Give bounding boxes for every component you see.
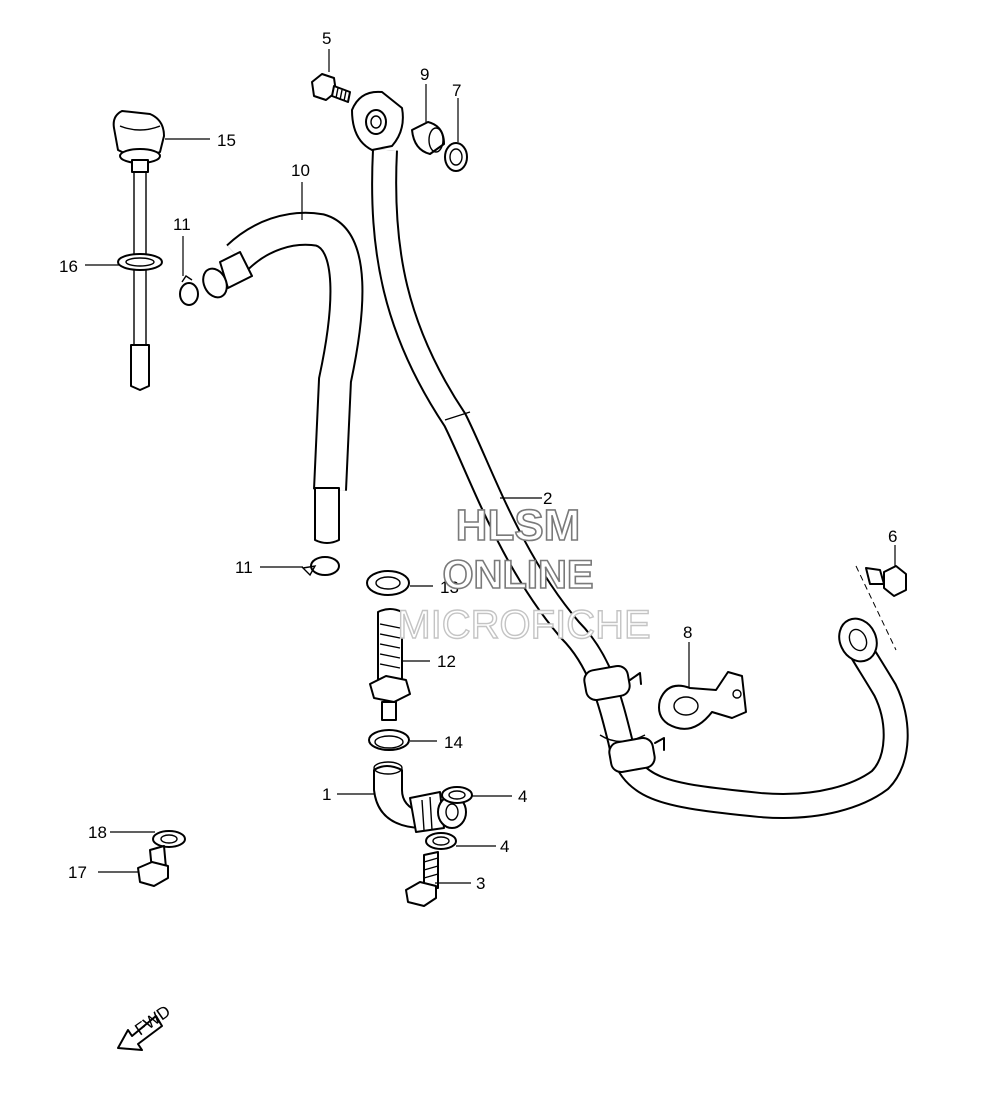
callout-15: 15 (217, 131, 236, 150)
watermark-line-3: MICROFICHE (397, 603, 650, 647)
callout-13: 13 (440, 578, 459, 597)
callout-8: 8 (683, 623, 692, 642)
callout-4-lower: 4 (500, 837, 509, 856)
callout-5: 5 (322, 29, 331, 48)
callout-11-lower: 11 (235, 558, 253, 577)
breather-hose-part (202, 211, 364, 544)
callout-1: 1 (322, 785, 331, 804)
callout-11-upper: 11 (173, 215, 191, 234)
sealing-washer-upper-part (441, 786, 473, 804)
sealing-washer-lower-part (425, 832, 457, 850)
hose-clip-lower-part (301, 556, 340, 577)
clamp-part (368, 729, 410, 751)
washer-part (366, 570, 410, 596)
watermark: HLSM ONLINE MICROFICHE (397, 500, 652, 648)
callout-6: 6 (888, 527, 897, 546)
callout-16: 16 (59, 257, 78, 276)
callout-3: 3 (476, 874, 485, 893)
o-ring-part (444, 142, 468, 172)
callout-2: 2 (543, 489, 552, 508)
oil-hose-part (351, 90, 909, 819)
callout-14: 14 (444, 733, 463, 752)
forward-direction-arrow: FWD (117, 1002, 174, 1051)
callout-numbers: 5 9 7 15 10 11 16 2 6 11 13 8 12 14 1 4 … (59, 29, 897, 893)
bolt-right-part (855, 565, 907, 651)
leader-lines (85, 49, 896, 884)
watermark-line-1: HLSM (456, 501, 581, 550)
elbow-hose-part (373, 761, 467, 833)
union-fitting-part (369, 608, 411, 721)
callout-10: 10 (291, 161, 310, 180)
spacer-part (411, 121, 445, 155)
banjo-bolt-upper-part (311, 73, 351, 103)
gasket-part (152, 830, 186, 848)
callout-17: 17 (68, 863, 87, 882)
callout-7: 7 (452, 81, 461, 100)
watermark-line-2: ONLINE (442, 553, 593, 597)
callout-9: 9 (420, 65, 429, 84)
callout-12: 12 (437, 652, 456, 671)
dipstick-part (112, 110, 165, 391)
hose-clamp-bracket-part (658, 671, 747, 730)
hose-clip-upper-part (179, 275, 199, 306)
callout-18: 18 (88, 823, 107, 842)
drain-plug-part (137, 845, 169, 887)
callout-4-upper: 4 (518, 787, 527, 806)
banjo-bolt-lower-part (405, 851, 439, 907)
